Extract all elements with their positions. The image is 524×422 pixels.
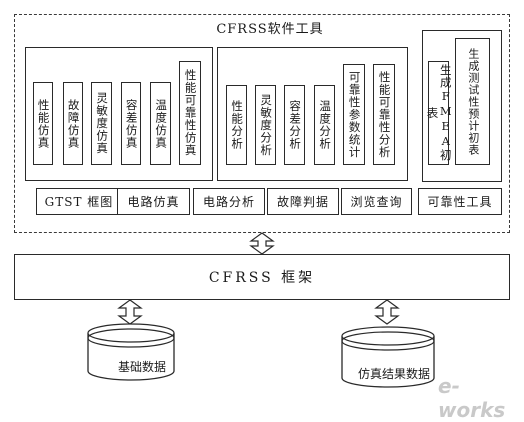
module-generate-testability-table: 生成测试性预计初表 <box>455 38 490 165</box>
tab-circuit-analysis: 电路分析 <box>193 188 265 215</box>
tab-browse-query: 浏览查询 <box>341 188 412 215</box>
module-performance-analysis: 性能分析 <box>226 85 247 165</box>
software-tool-title: CFRSS软件工具 <box>216 21 324 37</box>
tab-circuit-simulation: 电路仿真 <box>117 188 190 215</box>
module-reliability-parameter-statistics: 可靠性参数统计 <box>343 64 365 165</box>
module-performance-reliability-analysis: 性能可靠性分析 <box>373 64 395 165</box>
module-tolerance-simulation: 容差仿真 <box>121 82 141 165</box>
tab-fault-criteria: 故障判据 <box>267 188 339 215</box>
database-basic-label: 基础数据 <box>117 359 166 374</box>
module-performance-simulation: 性能仿真 <box>33 82 53 165</box>
module-temperature-simulation: 温度仿真 <box>150 82 171 165</box>
module-fault-simulation: 故障仿真 <box>63 82 83 165</box>
arrow-framework-to-result-db <box>374 299 400 325</box>
tab-gtst-diagram: GTST 框图 <box>36 188 122 215</box>
module-sensitivity-analysis: 灵敏度分析 <box>255 85 276 165</box>
framework-bar: CFRSS 框架 <box>14 254 510 300</box>
module-tolerance-analysis: 容差分析 <box>284 85 305 165</box>
database-basic <box>87 323 175 381</box>
database-results-label: 仿真结果数据 <box>357 366 430 381</box>
module-sensitivity-simulation: 灵敏度仿真 <box>91 82 112 165</box>
database-layer <box>87 323 435 388</box>
database-simulation-results <box>341 326 435 388</box>
diagram-canvas: CFRSS软件工具 性能仿真 故障仿真 灵敏度仿真 容差仿真 温度仿真 性能可靠… <box>14 14 510 422</box>
tab-reliability-tools: 可靠性工具 <box>418 188 502 215</box>
module-performance-reliability-simulation: 性能可靠性仿真 <box>179 61 201 165</box>
module-temperature-analysis: 温度分析 <box>314 85 335 165</box>
watermark-logo: e-works <box>438 374 506 422</box>
